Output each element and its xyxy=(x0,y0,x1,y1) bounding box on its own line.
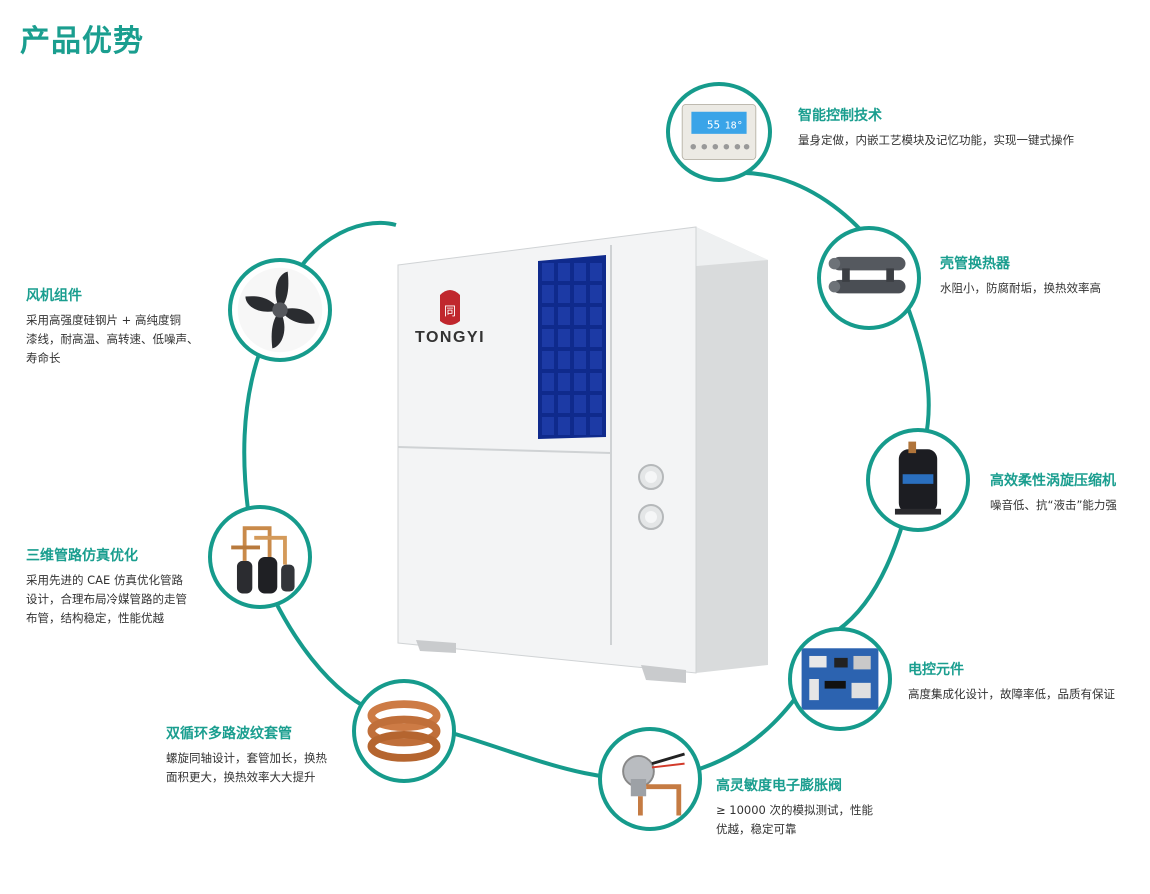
scroll-compressor-icon xyxy=(866,428,970,532)
copper-coil-icon xyxy=(352,679,456,783)
grille-slot xyxy=(574,373,586,391)
grille-slot xyxy=(542,373,554,391)
feature-title: 壳管换热器 xyxy=(940,256,1010,272)
svg-text:18°: 18° xyxy=(725,120,743,131)
grille-slot xyxy=(542,417,554,435)
grille-slot xyxy=(558,351,570,369)
feature-compressor: 高效柔性涡旋压缩机 噪音低、抗“液击”能力强 xyxy=(990,470,1117,515)
grille-slot xyxy=(542,307,554,325)
feature-piping: 三维管路仿真优化 采用先进的 CAE 仿真优化管路 设计，合理布局冷媒管路的走管… xyxy=(26,545,187,628)
grille-slot xyxy=(558,307,570,325)
grille-slot xyxy=(590,417,602,435)
grille-slot xyxy=(542,395,554,413)
piping-assembly-icon xyxy=(208,505,312,609)
feature-desc: 高度集成化设计，故障率低，品质有保证 xyxy=(908,687,1115,701)
feature-title: 智能控制技术 xyxy=(798,108,882,124)
air-grille xyxy=(538,255,606,439)
feature-title: 电控元件 xyxy=(908,662,964,678)
shell-tube-exchanger-icon xyxy=(817,226,921,330)
fan-blade-icon xyxy=(228,258,332,362)
grille-slot xyxy=(590,373,602,391)
feature-desc: 水阻小，防腐耐垢，换热效率高 xyxy=(940,281,1101,295)
grille-slot xyxy=(542,329,554,347)
feature-title: 高灵敏度电子膨胀阀 xyxy=(716,778,842,794)
feature-title: 风机组件 xyxy=(26,288,82,304)
page-title: 产品优势 xyxy=(20,24,144,59)
feature-title: 高效柔性涡旋压缩机 xyxy=(990,473,1116,489)
grille-slot xyxy=(590,285,602,303)
feature-electric-control: 电控元件 高度集成化设计，故障率低，品质有保证 xyxy=(908,659,1115,704)
feature-desc: ≥ 10000 次的模拟测试，性能 优越，稳定可靠 xyxy=(716,803,874,836)
grille-slot xyxy=(558,329,570,347)
circuit-board-icon xyxy=(788,627,892,731)
grille-slot xyxy=(590,263,602,281)
feature-desc: 采用高强度硅钢片 + 高纯度铜 漆线，耐高温、高转速、低噪声、 寿命长 xyxy=(26,313,199,365)
feature-coil-pipe: 双循环多路波纹套管 螺旋同轴设计，套管加长，换热 面积更大，换热效率大大提升 xyxy=(166,723,327,787)
feature-desc: 噪音低、抗“液击”能力强 xyxy=(990,498,1117,512)
expansion-valve-icon xyxy=(598,727,702,831)
grille-slot xyxy=(574,395,586,413)
grille-slot xyxy=(574,329,586,347)
grille-slot xyxy=(542,351,554,369)
grille-slot xyxy=(590,307,602,325)
feature-title: 双循环多路波纹套管 xyxy=(166,726,292,742)
grille-slot xyxy=(558,417,570,435)
controller-panel-icon: 55 18° xyxy=(666,82,772,182)
grille-slot xyxy=(558,263,570,281)
grille-slot xyxy=(590,351,602,369)
grille-slot xyxy=(574,417,586,435)
feature-desc: 量身定做，内嵌工艺模块及记忆功能，实现一键式操作 xyxy=(798,133,1074,147)
feature-smart-control: 智能控制技术 量身定做，内嵌工艺模块及记忆功能，实现一键式操作 xyxy=(798,105,1074,150)
grille-slot xyxy=(574,263,586,281)
grille-slot xyxy=(542,263,554,281)
feature-desc: 采用先进的 CAE 仿真优化管路 设计，合理布局冷媒管路的走管 布管，结构稳定，… xyxy=(26,573,187,625)
heat-pump-unit: 同 TONGYI xyxy=(396,225,776,695)
brand-logo-icon xyxy=(440,290,460,325)
grille-slot xyxy=(590,329,602,347)
grille-slot xyxy=(558,373,570,391)
feature-heat-exchanger: 壳管换热器 水阻小，防腐耐垢，换热效率高 xyxy=(940,253,1101,298)
feature-title: 三维管路仿真优化 xyxy=(26,548,138,564)
svg-text:同: 同 xyxy=(444,304,456,318)
feature-expansion-valve: 高灵敏度电子膨胀阀 ≥ 10000 次的模拟测试，性能 优越，稳定可靠 xyxy=(716,775,873,839)
grille-slot xyxy=(590,395,602,413)
brand-name: TONGYI xyxy=(415,329,485,346)
feature-fan: 风机组件 采用高强度硅钢片 + 高纯度铜 漆线，耐高温、高转速、低噪声、 寿命长 xyxy=(26,285,199,368)
grille-slot xyxy=(574,307,586,325)
grille-slot xyxy=(574,351,586,369)
feature-desc: 螺旋同轴设计，套管加长，换热 面积更大，换热效率大大提升 xyxy=(166,751,327,784)
grille-slot xyxy=(558,285,570,303)
grille-slot xyxy=(558,395,570,413)
grille-slot xyxy=(542,285,554,303)
svg-text:55: 55 xyxy=(707,118,720,131)
grille-slot xyxy=(574,285,586,303)
